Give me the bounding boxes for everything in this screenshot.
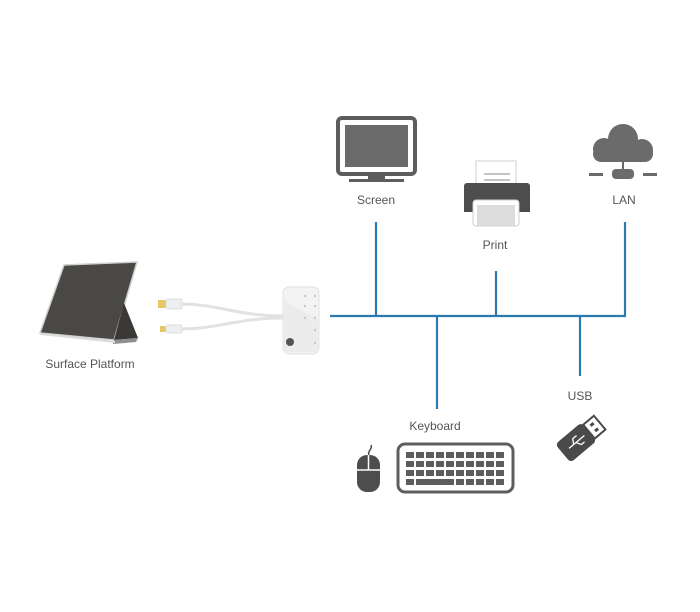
keyboard-key [416,461,424,467]
keyboard-key [496,461,504,467]
keyboard-key [456,452,464,458]
lan-label: LAN [612,193,636,207]
keyboard-key [496,452,504,458]
keyboard-key [406,479,414,485]
keyboard-key [476,479,484,485]
keyboard-key [466,470,474,476]
keyboard-icon [396,442,515,494]
surface-platform-label: Surface Platform [45,357,135,371]
keyboard-key [426,461,434,467]
keyboard-key [496,479,504,485]
keyboard-key [436,461,444,467]
usb-drive-icon [556,414,607,462]
keyboard-key [466,452,474,458]
hub-cables [179,302,286,331]
cloud-network-icon [589,124,657,179]
keyboard-key [486,470,494,476]
tablet-icon [38,261,139,344]
keyboard-key [456,461,464,467]
keyboard-key [496,470,504,476]
keyboard-key [456,470,464,476]
keyboard-key [446,470,454,476]
keyboard-key [416,452,424,458]
keyboard-key [476,452,484,458]
keyboard-key [486,461,494,467]
usb-a-plug-icon [158,298,183,310]
monitor-icon [336,116,417,182]
keyboard-spacebar [416,479,454,485]
mouse-icon [357,444,380,492]
keyboard-key [476,461,484,467]
keyboard-key [446,461,454,467]
keyboard-key [416,470,424,476]
screen-label: Screen [356,193,396,207]
printer-icon [464,160,530,227]
keyboard-key [486,479,494,485]
print-label: Print [482,238,508,252]
keyboard-key [406,461,414,467]
hub-device [282,286,320,355]
keyboard-key [466,461,474,467]
keyboard-key [466,479,474,485]
keyboard-key [426,452,434,458]
usb-c-plug-icon [160,324,183,334]
keyboard-key [476,470,484,476]
usb-label: USB [567,389,593,403]
keyboard-key [436,452,444,458]
keyboard-key [406,452,414,458]
connector-lines [330,222,627,409]
keyboard-key [486,452,494,458]
keyboard-key [406,470,414,476]
keyboard-key [426,470,434,476]
keyboard-key [456,479,464,485]
keyboard-label: Keyboard [409,419,461,433]
keyboard-key [436,470,444,476]
keyboard-key [446,452,454,458]
